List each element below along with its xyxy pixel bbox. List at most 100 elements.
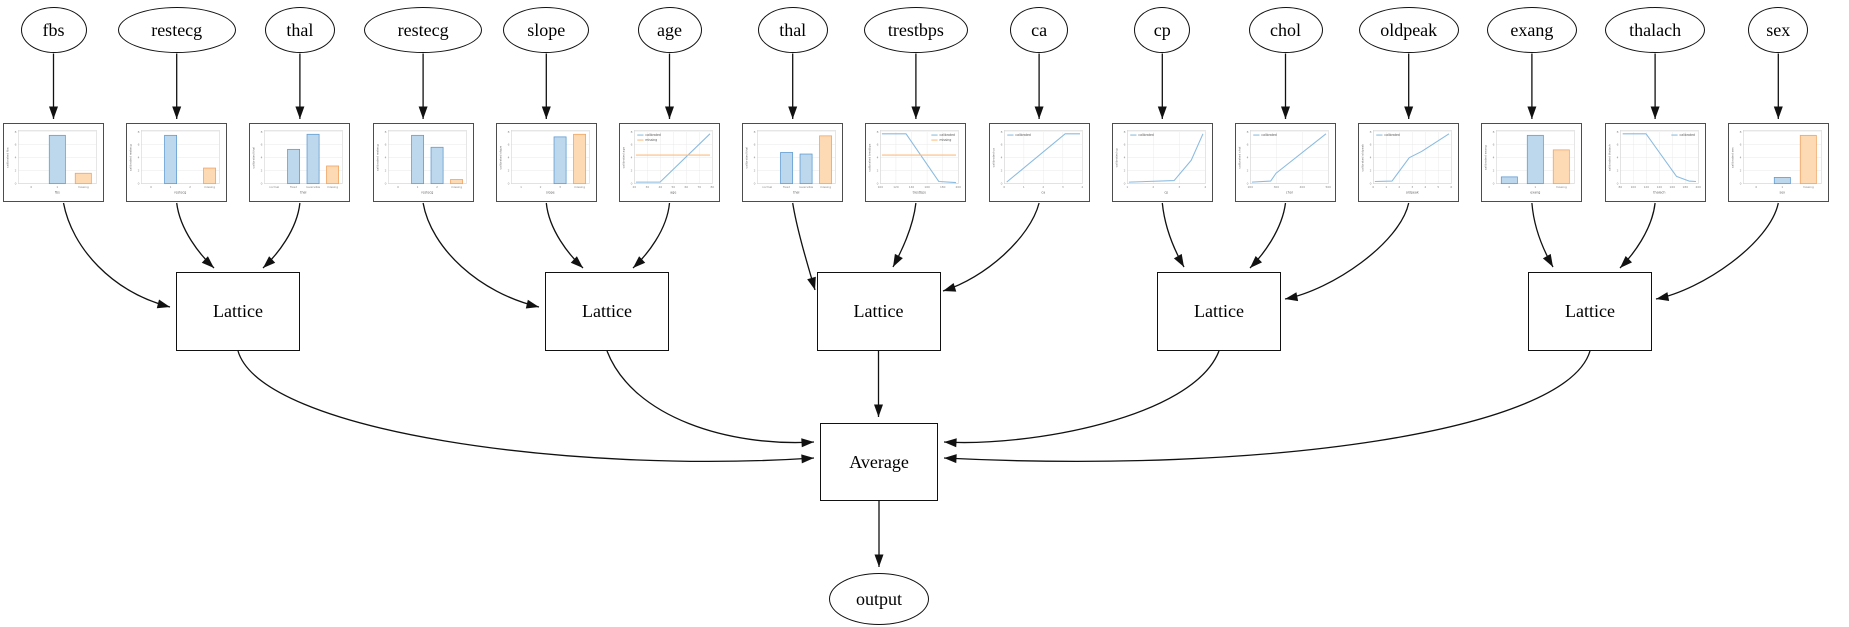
svg-text:calibrated thal: calibrated thal <box>744 147 748 169</box>
svg-text:6: 6 <box>261 143 263 147</box>
svg-text:missing: missing <box>78 185 89 189</box>
edge-arrow-28 <box>1619 202 1656 269</box>
svg-text:calibrated fbs: calibrated fbs <box>5 147 9 168</box>
svg-text:missing: missing <box>1556 185 1567 189</box>
lattice-label: Lattice <box>1194 301 1244 321</box>
svg-text:0: 0 <box>1755 185 1757 189</box>
svg-text:6: 6 <box>15 143 17 147</box>
edge-arrow-21 <box>792 202 816 291</box>
feature-node-chol: chol <box>1248 7 1323 53</box>
svg-text:4: 4 <box>15 156 17 160</box>
feature-node-thalach: thalach <box>1605 7 1706 53</box>
svg-text:4: 4 <box>1493 156 1495 160</box>
svg-text:exang: exang <box>1531 190 1541 194</box>
svg-text:reversible: reversible <box>306 185 320 189</box>
svg-text:0: 0 <box>1616 182 1618 186</box>
svg-text:6: 6 <box>1451 185 1453 189</box>
feature-node-oldpeak: oldpeak <box>1358 7 1459 53</box>
feature-node-ca: ca <box>1010 7 1069 53</box>
svg-text:2: 2 <box>539 185 541 189</box>
svg-text:160: 160 <box>1669 185 1675 189</box>
edge-arrow-19 <box>545 202 584 269</box>
svg-text:thal: thal <box>301 190 307 194</box>
feature-node-thal: thal <box>264 7 335 53</box>
svg-text:8: 8 <box>631 130 633 134</box>
svg-text:thalach: thalach <box>1653 190 1665 194</box>
svg-text:calibrated restecg: calibrated restecg <box>128 144 132 171</box>
feature-node-sex: sex <box>1748 7 1809 53</box>
svg-text:2: 2 <box>138 169 140 173</box>
average-label: Average <box>849 451 909 472</box>
lattice-label: Lattice <box>213 301 263 321</box>
svg-text:2: 2 <box>1616 169 1618 173</box>
svg-text:missing: missing <box>645 138 657 142</box>
edge-arrow-30 <box>237 350 815 464</box>
feature-label: sex <box>1766 19 1791 40</box>
svg-text:6: 6 <box>631 143 633 147</box>
lattice-node-1: Lattice <box>176 272 300 351</box>
feature-node-fbs: fbs <box>20 7 87 53</box>
edge-arrow-31 <box>606 350 815 448</box>
feature-label: exang <box>1510 19 1554 40</box>
svg-text:chol: chol <box>1286 190 1293 194</box>
svg-text:8: 8 <box>1000 130 1002 134</box>
svg-text:2: 2 <box>1247 169 1249 173</box>
svg-text:2: 2 <box>1000 169 1002 173</box>
svg-text:0: 0 <box>1000 182 1002 186</box>
svg-text:0: 0 <box>507 182 509 186</box>
svg-text:8: 8 <box>261 130 263 134</box>
feature-node-age: age <box>637 7 702 53</box>
svg-text:1: 1 <box>1023 185 1025 189</box>
feature-node-exang: exang <box>1486 7 1577 53</box>
feature-label: cp <box>1153 19 1171 40</box>
lattice-node-5: Lattice <box>1528 272 1652 351</box>
svg-text:0: 0 <box>384 182 386 186</box>
svg-text:8: 8 <box>1123 130 1125 134</box>
svg-text:4: 4 <box>631 156 633 160</box>
edge-arrow-16 <box>176 202 215 269</box>
svg-text:4: 4 <box>877 156 879 160</box>
svg-text:2: 2 <box>507 169 509 173</box>
svg-text:4: 4 <box>1247 156 1249 160</box>
svg-text:4: 4 <box>754 156 756 160</box>
svg-text:calibrated chol: calibrated chol <box>1237 146 1241 168</box>
svg-text:calibrated sex: calibrated sex <box>1730 147 1734 168</box>
svg-text:trestbps: trestbps <box>913 190 927 194</box>
svg-text:50: 50 <box>671 185 675 189</box>
edge-arrow-25 <box>1249 202 1287 269</box>
svg-text:100: 100 <box>1630 185 1636 189</box>
svg-text:missing: missing <box>940 138 952 142</box>
edge-arrow-24 <box>1161 202 1185 268</box>
svg-text:70: 70 <box>697 185 701 189</box>
svg-text:4: 4 <box>384 156 386 160</box>
svg-text:8: 8 <box>15 130 17 134</box>
svg-text:2: 2 <box>189 185 191 189</box>
svg-text:calibrated age: calibrated age <box>621 147 625 169</box>
svg-text:0: 0 <box>1370 182 1372 186</box>
svg-text:6: 6 <box>1000 143 1002 147</box>
svg-text:80: 80 <box>1618 185 1622 189</box>
feature-label: fbs <box>42 19 65 40</box>
svg-text:0: 0 <box>138 182 140 186</box>
svg-text:fixed: fixed <box>290 185 297 189</box>
svg-text:6: 6 <box>384 143 386 147</box>
svg-text:ca: ca <box>1041 190 1045 194</box>
svg-text:6: 6 <box>1493 143 1495 147</box>
feature-node-thal: thal <box>757 7 828 53</box>
svg-text:slope: slope <box>546 190 555 194</box>
svg-text:calibrated thal: calibrated thal <box>252 147 256 169</box>
